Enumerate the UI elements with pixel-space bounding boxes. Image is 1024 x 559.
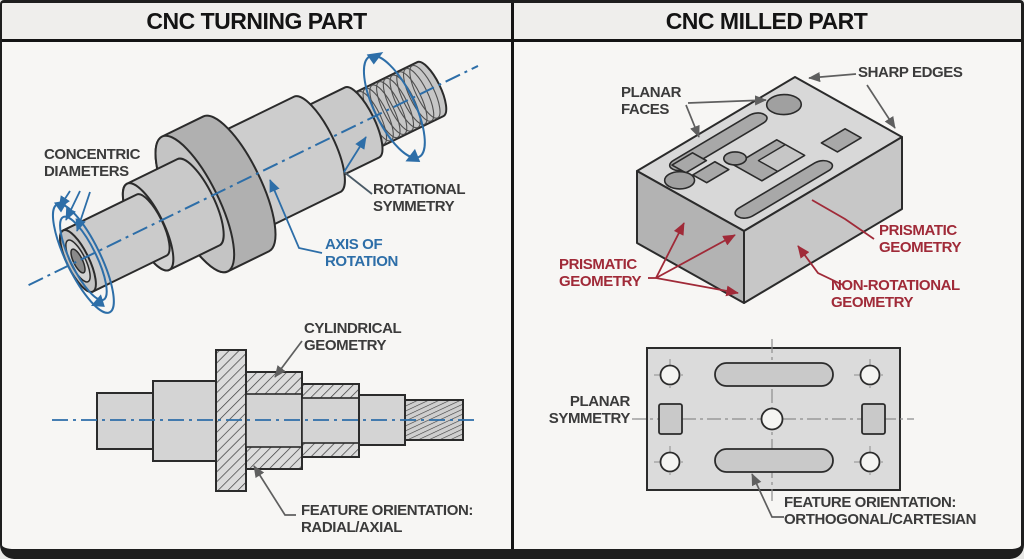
top-face-features [645, 90, 876, 224]
planar-symmetry-label: PLANAR SYMMETRY [548, 393, 631, 427]
turning-panel-title: CNC TURNING PART [146, 7, 367, 34]
rotational-symmetry-leader [343, 136, 373, 195]
non-rotational-leader [797, 245, 844, 286]
axis-of-rotation-leader [269, 179, 323, 254]
feature-orientation-radial-label: FEATURE ORIENTATION: RADIAL/AXIAL [301, 502, 473, 536]
sharp-edges-arrows [808, 71, 896, 129]
rotational-symmetry-label: ROTATIONAL SYMMETRY [373, 181, 466, 215]
turned-shaft-isometric [28, 52, 479, 314]
prismatic-geometry-left-label: PRISMATIC GEOMETRY [559, 256, 642, 290]
turning-panel-header: CNC TURNING PART [2, 3, 511, 42]
turned-part-drawing [28, 52, 479, 516]
block-right-face [743, 136, 903, 304]
feature-orientation-orthogonal-label: FEATURE ORIENTATION: ORTHOGONAL/CARTESIA… [784, 494, 976, 528]
plate-center-hole [760, 407, 784, 431]
rotation-arc-thread [362, 52, 426, 162]
plate-slots [714, 362, 834, 473]
concentric-diameters-label: CONCENTRIC DIAMETERS [44, 146, 140, 180]
plate-side-pockets [658, 403, 886, 435]
concentric-diameters-arrows [58, 190, 91, 232]
turned-part-side-view [52, 349, 474, 492]
milled-part-top-view [632, 339, 914, 501]
planar-faces-label: PLANAR FACES [621, 84, 682, 118]
feature-orientation-left-leader [253, 465, 296, 516]
axis-centerline [28, 65, 479, 287]
prismatic-geometry-right-label: PRISMATIC GEOMETRY [879, 222, 962, 256]
axis-of-rotation-label: AXIS OF ROTATION [325, 236, 398, 270]
cylindrical-geometry-leader [274, 340, 303, 378]
sharp-edges-label: SHARP EDGES [858, 64, 963, 81]
feature-orientation-right-leader [751, 473, 784, 518]
non-rotational-geometry-label: NON-ROTATIONAL GEOMETRY [831, 277, 960, 311]
milled-panel-header: CNC MILLED PART [512, 3, 1021, 42]
plate-corner-holes [659, 364, 881, 473]
milled-panel-title: CNC MILLED PART [665, 7, 868, 34]
milled-block-isometric [637, 77, 902, 303]
milled-part-drawing [2, 3, 1021, 518]
prismatic-right-leader [811, 199, 875, 240]
prismatic-left-arrows [648, 222, 739, 297]
cylindrical-geometry-label: CYLINDRICAL GEOMETRY [304, 320, 402, 354]
planar-faces-arrows [685, 95, 767, 138]
panel-divider [511, 3, 514, 549]
